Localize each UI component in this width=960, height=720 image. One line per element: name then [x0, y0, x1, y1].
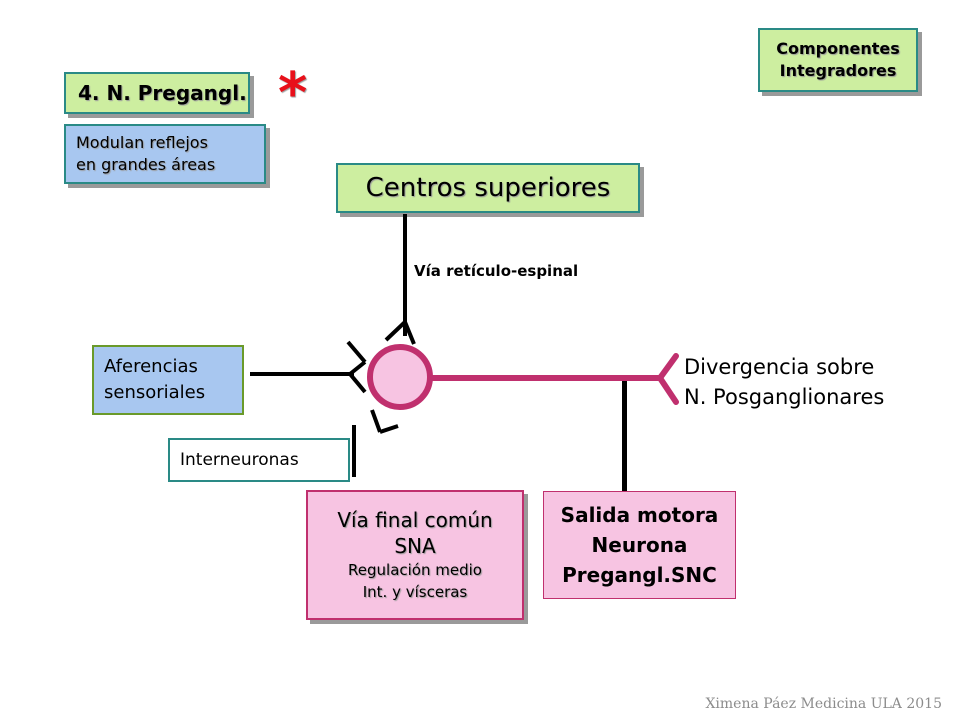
preganglionic-axon	[430, 375, 662, 381]
motor-line2: Neurona	[591, 533, 688, 557]
final-path-line4: Int. y vísceras	[362, 583, 468, 601]
final-path-line3: Regulación medio	[348, 561, 482, 579]
afferent-line2: sensoriales	[104, 382, 206, 403]
centers-text: Centros superiores	[365, 173, 611, 203]
motor-output-box: Salida motora Neurona Pregangl.SNC	[543, 491, 736, 599]
motor-output-line	[622, 378, 627, 493]
modulate-line2: en grandes áreas	[76, 155, 216, 174]
motor-line3: Pregangl.SNC	[562, 563, 717, 587]
modulate-line1: Modulan reflejos	[76, 133, 208, 152]
descending-axon	[403, 214, 407, 336]
afferent-box: Aferencias sensoriales	[92, 345, 244, 415]
components-line1: Componentes	[776, 39, 900, 58]
components-box: Componentes Integradores	[758, 28, 918, 92]
afferent-line1: Aferencias	[104, 356, 198, 377]
asterisk-icon: *	[278, 61, 308, 126]
footer-credit: Ximena Páez Medicina ULA 2015	[705, 696, 942, 712]
interneuron-axon	[352, 425, 356, 477]
divergence-fork-icon	[657, 353, 679, 405]
final-path-line2: SNA	[394, 534, 436, 558]
left-synapse-fork-icon	[346, 340, 367, 394]
motor-line1: Salida motora	[560, 503, 719, 527]
interneuron-text: Interneuronas	[180, 450, 299, 470]
modulate-box: Modulan reflejos en grandes áreas	[64, 124, 266, 184]
top-synapse-fork-icon	[384, 320, 416, 345]
bottom-synapse-fork-icon	[370, 409, 399, 434]
pathway-label: Vía retículo-espinal	[414, 262, 579, 280]
final-path-box: Vía final común SNA Regulación medio Int…	[306, 490, 524, 620]
final-path-line1: Vía final común	[337, 508, 493, 532]
divergence-line1: Divergencia sobre	[684, 355, 875, 379]
neuron-soma-icon	[367, 344, 433, 410]
title-box: 4. N. Pregangl.	[64, 72, 250, 114]
components-line2: Integradores	[779, 61, 897, 80]
divergence-line2: N. Posganglionares	[684, 385, 885, 409]
divergence-label: Divergencia sobre N. Posganglionares	[684, 352, 884, 412]
centers-box: Centros superiores	[336, 163, 640, 213]
interneuron-box: Interneuronas	[168, 438, 350, 482]
afferent-axon	[250, 372, 354, 376]
title-text: 4. N. Pregangl.	[78, 81, 247, 105]
